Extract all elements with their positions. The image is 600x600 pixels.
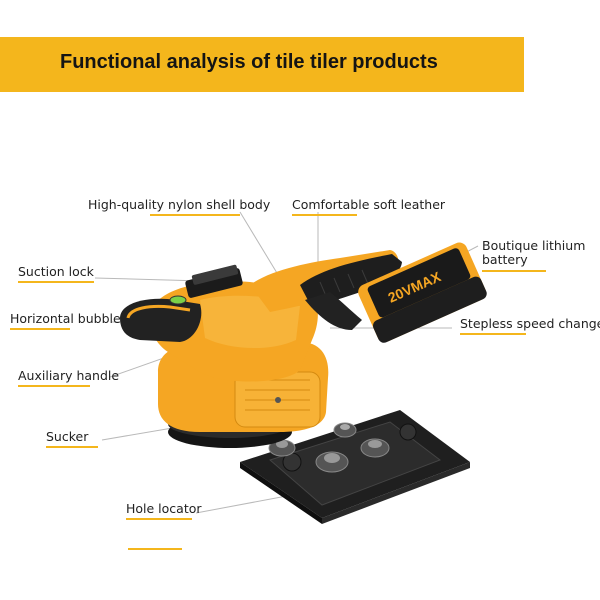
handle bbox=[250, 250, 402, 330]
label-auxiliary-handle: Auxiliary handle bbox=[18, 368, 120, 383]
label-soft-leather: Comfortable soft leather bbox=[292, 197, 446, 212]
label-horizontal-bubble: Horizontal bubble bbox=[10, 311, 121, 326]
plate-knobs bbox=[268, 422, 417, 473]
label-underline bbox=[46, 446, 98, 448]
suction-lock-lever bbox=[185, 264, 243, 298]
label-sucker: Sucker bbox=[46, 429, 89, 444]
label-nylon-shell: High-quality nylon shell body bbox=[88, 197, 271, 212]
label-underline bbox=[18, 281, 94, 283]
label-suction-lock: Suction lock bbox=[18, 264, 94, 279]
label-underline bbox=[150, 214, 240, 216]
battery: 20VMAX bbox=[358, 242, 487, 343]
label-underline bbox=[482, 270, 546, 272]
bubble-level-icon bbox=[169, 295, 187, 305]
label-lithium-battery-2: battery bbox=[482, 252, 528, 267]
label-lithium-battery-1: Boutique lithium bbox=[482, 238, 586, 253]
label-underline bbox=[18, 385, 90, 387]
label-speed-change: Stepless speed change bbox=[460, 316, 600, 331]
label-underline bbox=[126, 518, 192, 520]
label-underline bbox=[10, 328, 70, 330]
label-underline bbox=[292, 214, 357, 216]
auxiliary-handle bbox=[120, 298, 202, 342]
page-title: Functional analysis of tile tiler produc… bbox=[60, 51, 438, 73]
label-underline bbox=[460, 333, 526, 335]
decorative-underline bbox=[128, 548, 182, 550]
label-hole-locator: Hole locator bbox=[126, 501, 202, 516]
title-banner: Functional analysis of tile tiler produc… bbox=[0, 37, 524, 92]
